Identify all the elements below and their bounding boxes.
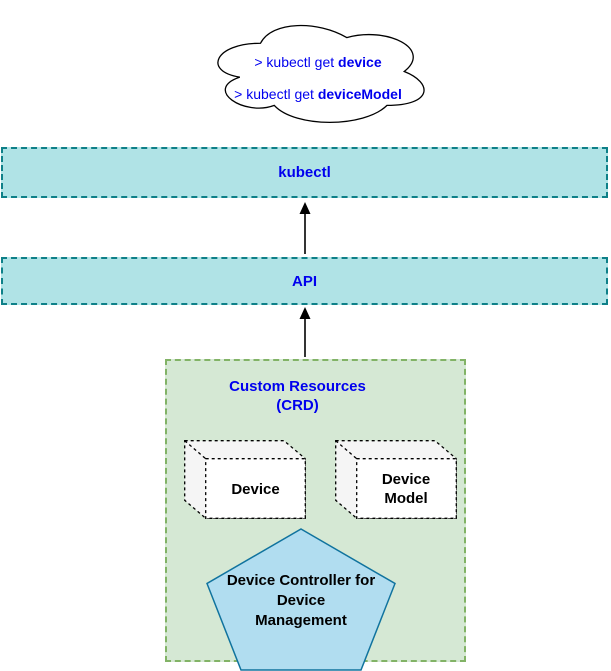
device-controller-label: Device Controller for Device Management bbox=[226, 572, 376, 629]
command-resource: device bbox=[338, 54, 382, 70]
device-cube bbox=[184, 440, 306, 519]
arrow-up-icon bbox=[299, 307, 311, 319]
device-cube-label: Device bbox=[231, 481, 280, 498]
command-prefix: > kubectl get bbox=[254, 54, 339, 70]
device-model-cube-label: Device Model bbox=[381, 471, 431, 507]
pentagon-shape bbox=[206, 528, 396, 671]
command-prefix: > kubectl get bbox=[234, 86, 318, 102]
kubectl-layer-bar: kubectl bbox=[1, 147, 608, 198]
arrow-crd-to-api bbox=[299, 307, 311, 357]
arrow-api-to-kubectl bbox=[299, 202, 311, 254]
cloud-outline bbox=[217, 24, 425, 123]
custom-resources-title: Custom Resources (CRD) bbox=[229, 378, 366, 414]
kubectl-layer-label: kubectl bbox=[278, 164, 331, 181]
cloud-command-line-2: > kubectl get deviceModel bbox=[213, 86, 423, 102]
command-resource: deviceModel bbox=[317, 86, 402, 102]
cube-depth-edge bbox=[184, 440, 207, 460]
arrow-up-icon bbox=[299, 202, 311, 214]
cloud-command-line-1: > kubectl get device bbox=[213, 54, 423, 70]
api-layer-bar: API bbox=[1, 257, 608, 305]
cube-depth-edge bbox=[335, 440, 358, 460]
cloud-shape bbox=[217, 24, 425, 123]
cube-front-face bbox=[356, 458, 457, 519]
device-controller-pentagon bbox=[206, 528, 396, 671]
device-model-cube bbox=[335, 440, 457, 519]
cube-front-face bbox=[205, 458, 306, 519]
api-layer-label: API bbox=[291, 272, 317, 290]
